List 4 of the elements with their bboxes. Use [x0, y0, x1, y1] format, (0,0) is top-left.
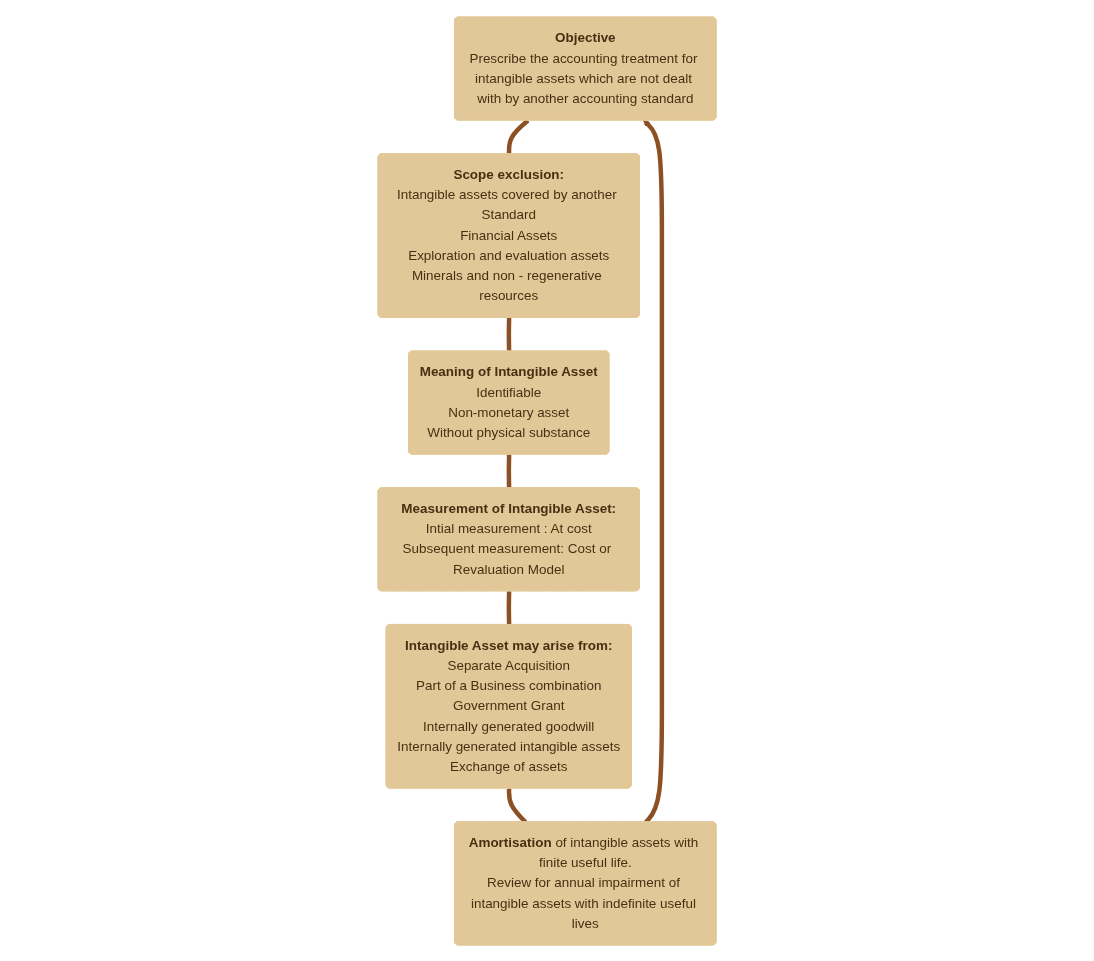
connector [506, 590, 512, 625]
connector [506, 118, 530, 154]
connector [506, 317, 512, 351]
connector [506, 453, 512, 488]
